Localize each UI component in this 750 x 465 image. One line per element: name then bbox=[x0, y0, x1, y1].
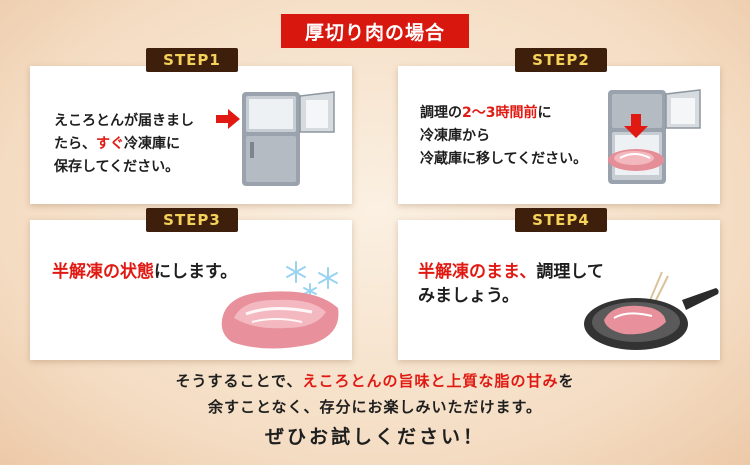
step-text-segment: 半解凍の状態 bbox=[52, 262, 154, 282]
step3-text: 半解凍の状態にします。 bbox=[52, 260, 237, 284]
step1-card: えころとんが届きましたら、すぐ冷凍庫に保存してください。 bbox=[30, 66, 352, 204]
step-text-segment: 調理して bbox=[536, 262, 604, 282]
freezer-icon bbox=[242, 91, 335, 186]
snowflake-icon bbox=[286, 261, 338, 299]
step-text-line: 冷蔵庫に移してください。 bbox=[420, 148, 587, 171]
step-text-line: 調理の2〜3時間前に bbox=[420, 102, 587, 125]
step-text-line: えころとんが届きまし bbox=[54, 110, 194, 133]
step-text-line: 冷凍庫から bbox=[420, 125, 587, 148]
frying-pan-icon bbox=[584, 271, 719, 350]
step-text-segment: 冷凍庫に bbox=[124, 136, 180, 152]
step-text-segment: 保存してください。 bbox=[54, 159, 180, 175]
step-text-line: 半解凍のまま、調理して bbox=[418, 260, 604, 284]
step3-label: STEP3 bbox=[146, 208, 238, 232]
step-text-segment: 2〜3時間前 bbox=[462, 105, 538, 121]
step-text-segment: みましょう。 bbox=[418, 286, 519, 306]
step-text-line: 半解凍の状態にします。 bbox=[52, 260, 237, 284]
footer-text-segment: そうすることで、 bbox=[175, 372, 303, 390]
step3-card: 半解凍の状態にします。 bbox=[30, 220, 352, 360]
step-text-line: 保存してください。 bbox=[54, 156, 194, 179]
step4-label: STEP4 bbox=[515, 208, 607, 232]
step4-card: 半解凍のまま、調理してみましょう。 bbox=[398, 220, 720, 360]
step-text-line: みましょう。 bbox=[418, 284, 604, 308]
step-text-segment: えころとんが届きまし bbox=[54, 113, 194, 129]
step4-text: 半解凍のまま、調理してみましょう。 bbox=[418, 260, 604, 308]
footer-text-segment: を bbox=[558, 372, 575, 390]
footer-line-1: そうすることで、えころとんの旨味と上質な脂の甘みを bbox=[0, 368, 750, 394]
arrow-right-icon bbox=[216, 109, 240, 129]
footer-line-3: ぜひお試しください！ bbox=[264, 426, 485, 448]
step-text-segment: 冷蔵庫に移してください。 bbox=[420, 151, 588, 167]
page-title: 厚切り肉の場合 bbox=[281, 14, 469, 48]
step-text-segment: 半解凍のまま、 bbox=[418, 262, 537, 282]
step1-text: えころとんが届きましたら、すぐ冷凍庫に保存してください。 bbox=[54, 110, 194, 179]
footer-text-segment: えころとんの旨味と上質な脂の甘み bbox=[302, 372, 559, 390]
frozen-meat-icon bbox=[221, 291, 339, 349]
step-text-segment: すぐ bbox=[96, 136, 124, 152]
footer-line-2: 余すことなく、存分にお楽しみいただけます。 bbox=[207, 398, 543, 416]
refrigerator-icon bbox=[608, 89, 701, 184]
step-text-segment: たら、 bbox=[54, 136, 96, 152]
step-text-segment: 調理の bbox=[420, 105, 462, 121]
step2-label: STEP2 bbox=[515, 48, 607, 72]
step2-text: 調理の2〜3時間前に冷凍庫から冷蔵庫に移してください。 bbox=[420, 102, 587, 171]
step-text-line: たら、すぐ冷凍庫に bbox=[54, 133, 194, 156]
step-text-segment: 冷凍庫から bbox=[420, 128, 490, 144]
step-text-segment: にします。 bbox=[154, 262, 238, 282]
step2-card: 調理の2〜3時間前に冷凍庫から冷蔵庫に移してください。 bbox=[398, 66, 720, 204]
step-text-segment: に bbox=[537, 105, 552, 121]
step1-label: STEP1 bbox=[146, 48, 238, 72]
